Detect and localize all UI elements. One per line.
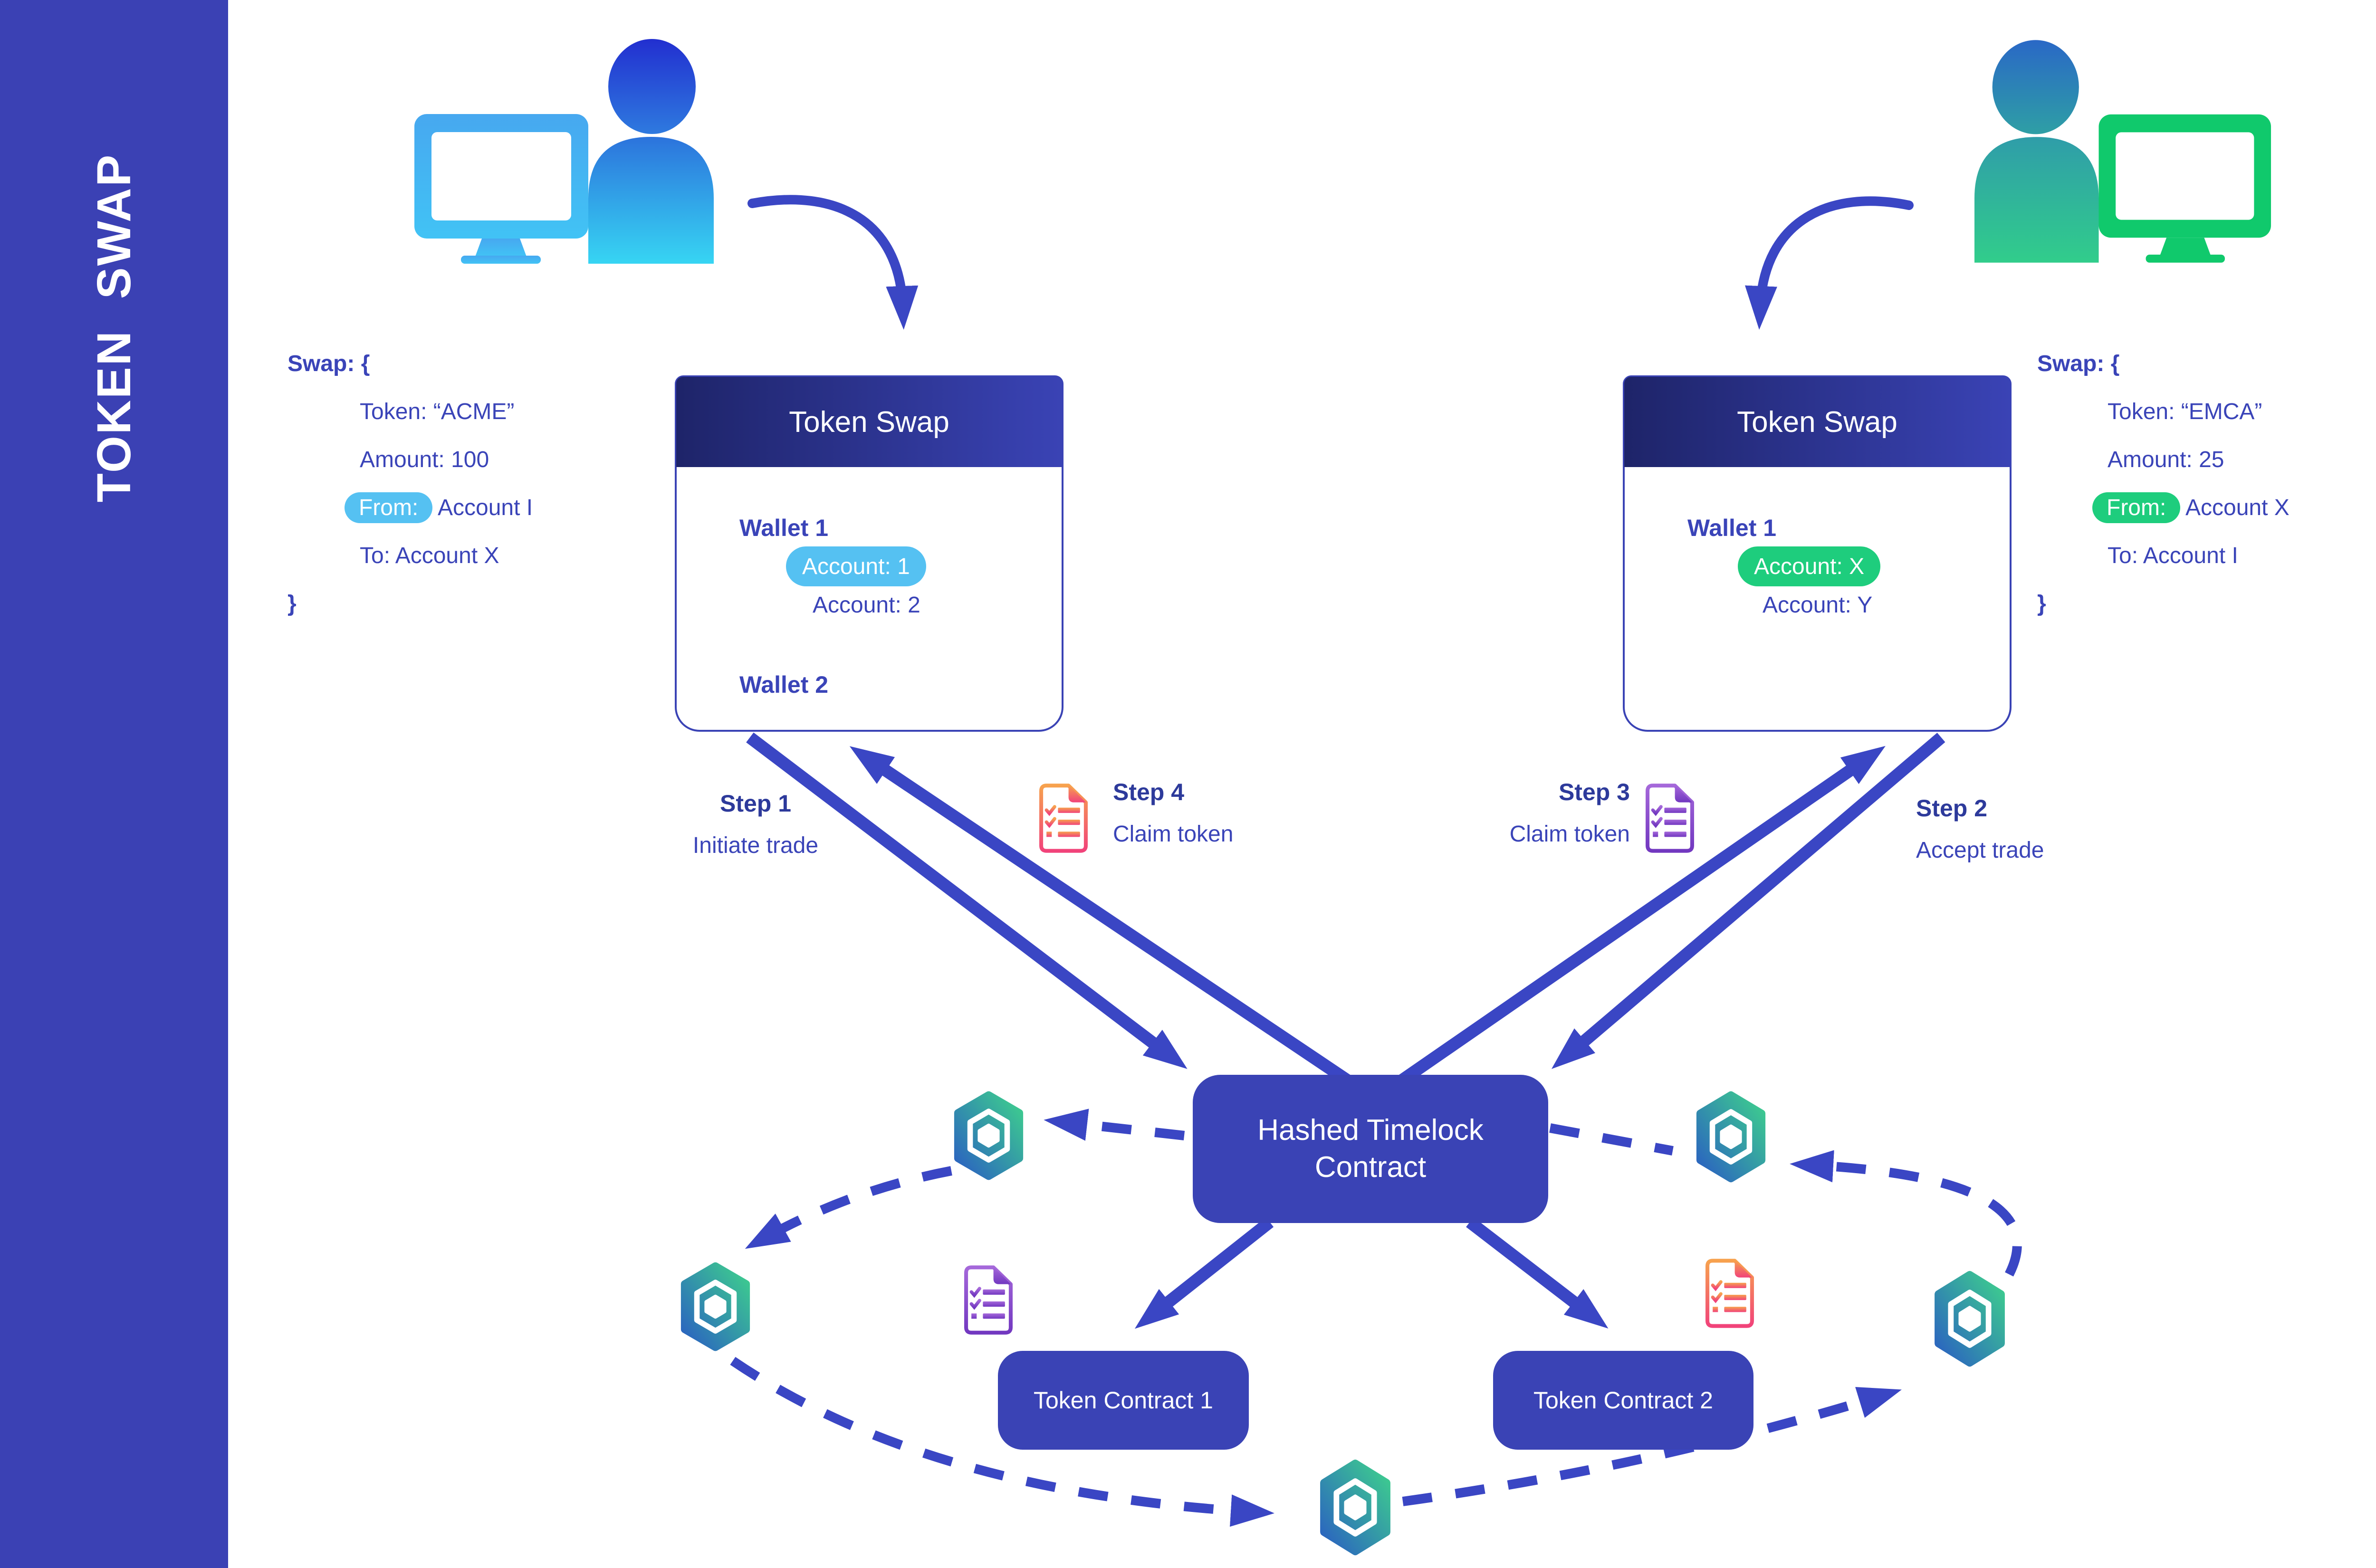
- account-y-label: Account: Y: [1763, 593, 1873, 618]
- box-title: Token Swap: [676, 377, 1062, 467]
- trader-b-person-computer-icon: [1974, 40, 2271, 263]
- token-swap-box-left: Token Swap Wallet 1 Account: 1 Account: …: [675, 375, 1063, 732]
- code-line: Amount: 100: [360, 447, 489, 472]
- from-highlight: From:: [345, 492, 433, 523]
- from-value: Account X: [2185, 495, 2290, 520]
- arrow-htlc-to-contract1: [1134, 1217, 1274, 1329]
- hashed-timelock-contract-node: Hashed Timelock Contract: [1193, 1075, 1548, 1223]
- code-line: Amount: 25: [2108, 447, 2224, 472]
- box-title: Token Swap: [1624, 377, 2010, 467]
- swap-request-right: Swap: { Token: “EMCA” Amount: 25 From: A…: [2037, 340, 2290, 628]
- arrow-step1-box-to-htlc: [746, 732, 1188, 1069]
- step3-label: Step 3 Claim token: [1430, 778, 1630, 847]
- code-line: }: [287, 591, 297, 616]
- code-line: From: Account X: [2092, 484, 2290, 532]
- checklist-document-icon-red: [1705, 1259, 1754, 1328]
- arrow-step3-htlc-to-box: [1392, 746, 1886, 1090]
- code-line: Token: “EMCA”: [2108, 399, 2262, 424]
- account2-label: Account: 2: [813, 593, 920, 618]
- code-line: From: Account I: [345, 484, 533, 532]
- step-title: Step 4: [1113, 779, 1185, 805]
- account1-highlight: Account: 1: [786, 546, 926, 586]
- monitor-icon: [2098, 114, 2271, 263]
- token-hexagon-icon: [1320, 1459, 1390, 1556]
- wallet1-label: Wallet 1: [739, 515, 829, 541]
- account-x-highlight: Account: X: [1738, 546, 1881, 586]
- code-line: Swap: {: [2037, 351, 2120, 376]
- user-icon: [1974, 40, 2099, 263]
- trader-a-person-computer-icon: [414, 39, 714, 264]
- step2-label: Step 2 Accept trade: [1916, 794, 2044, 863]
- step-title: Step 1: [719, 790, 792, 817]
- from-highlight: From:: [2092, 492, 2181, 523]
- token-hexagon-icon: [954, 1091, 1024, 1180]
- code-line: To: Account I: [2108, 543, 2238, 568]
- step-title: Step 3: [1558, 779, 1630, 805]
- token-contract-1-node: Token Contract 1: [998, 1351, 1249, 1450]
- step4-label: Step 4 Claim token: [1113, 778, 1233, 847]
- swap-request-left: Swap: { Token: “ACME” Amount: 100 From: …: [287, 340, 533, 628]
- arrow-htlc-to-contract2: [1466, 1217, 1609, 1329]
- code-line: }: [2037, 591, 2046, 616]
- dashed-arc-lefttop-to-leftbottom-hexagon: [745, 1166, 952, 1249]
- dashed-arc-leftbottom-to-bottom-hexagon: [730, 1357, 1274, 1527]
- checklist-document-icon-red: [1039, 784, 1088, 853]
- token-contract-2-node: Token Contract 2: [1493, 1351, 1753, 1450]
- checklist-document-icon-purple: [964, 1265, 1013, 1335]
- code-line: Swap: {: [287, 351, 370, 376]
- code-line: Token: “ACME”: [360, 399, 515, 424]
- arrow-step2-box-to-htlc: [1551, 733, 1945, 1069]
- step-title: Step 2: [1916, 795, 1988, 822]
- dashed-arc-htlc-to-left-hexagon: [1044, 1109, 1185, 1141]
- step1-label: Step 1 Initiate trade: [642, 790, 870, 859]
- token-swap-box-right: Token Swap Wallet 1 Account: X Account: …: [1623, 375, 2012, 732]
- step-caption: Claim token: [1113, 822, 1234, 847]
- checklist-document-icon-purple: [1646, 784, 1694, 853]
- from-value: Account I: [438, 495, 533, 520]
- dashed-arc-rightbottom-to-righttop-hexagon: [1790, 1150, 2022, 1277]
- token-hexagon-icon: [1935, 1271, 2005, 1367]
- wallet1-label: Wallet 1: [1687, 515, 1777, 541]
- arrow-step4-htlc-to-box: [849, 746, 1357, 1090]
- step-caption: Claim token: [1509, 822, 1630, 847]
- curved-arrow-right-user-to-box: [1745, 196, 1914, 330]
- token-hexagon-icon: [1696, 1091, 1766, 1183]
- code-line: To: Account X: [360, 543, 499, 568]
- step-caption: Initiate trade: [692, 833, 819, 858]
- sidebar: TOKEN SWAP: [0, 0, 228, 1568]
- monitor-icon: [414, 114, 588, 264]
- page-title: TOKEN SWAP: [87, 153, 141, 503]
- wallet2-label: Wallet 2: [739, 671, 829, 698]
- dashed-arc-bottom-to-rightbottom-hexagon: [1402, 1387, 1902, 1506]
- step-caption: Accept trade: [1916, 838, 2044, 863]
- user-icon: [588, 39, 714, 264]
- curved-arrow-left-user-to-box: [747, 195, 919, 330]
- dashed-arc-htlc-to-right-hexagon: [1549, 1123, 1674, 1156]
- htlc-line2: Contract: [1314, 1151, 1427, 1184]
- token-hexagon-icon: [680, 1262, 750, 1351]
- htlc-line1: Hashed Timelock: [1257, 1114, 1484, 1147]
